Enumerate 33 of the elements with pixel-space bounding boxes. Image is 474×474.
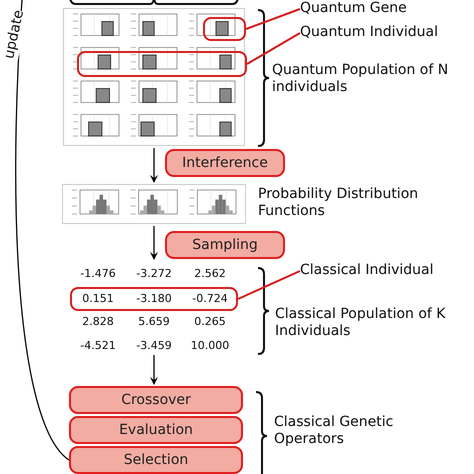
number-text: 0.151 (81, 292, 115, 306)
number-text: -0.724 (191, 292, 229, 306)
leader-line (246, 32, 300, 65)
process-box: Crossover (69, 386, 243, 414)
number-text: -3.272 (135, 267, 173, 281)
leader-line (238, 270, 300, 300)
callout-label: Quantum Individual (300, 24, 470, 41)
number-text: 5.659 (137, 315, 171, 329)
arrow (150, 226, 158, 260)
arrow (150, 355, 158, 385)
highlight-outline (77, 51, 247, 77)
process-box: Evaluation (69, 416, 243, 444)
highlight-outline (70, 287, 238, 311)
number-text: 0.265 (193, 315, 227, 329)
bracket-label: Probability Distribution Functions (258, 186, 420, 220)
number-text: 10.000 (190, 339, 230, 353)
leader-line (246, 8, 300, 30)
bracket-label: Classical Population of K Individuals (275, 306, 446, 340)
bracket-label: Quantum Population of N individuals (272, 62, 450, 96)
number-text: -1.476 (79, 267, 117, 281)
number-text: 2.562 (193, 267, 227, 281)
callout-label: Classical Individual (300, 262, 470, 279)
number-text: -3.180 (135, 292, 173, 306)
number-text: -3.459 (135, 339, 173, 353)
number-text: 2.828 (81, 315, 115, 329)
process-box: Interference (165, 149, 285, 177)
callout-label: Quantum Gene (300, 0, 470, 17)
bracket-label: Classical Genetic Operators (274, 414, 394, 448)
highlight-outline (203, 17, 246, 41)
process-box: Selection (69, 446, 243, 474)
number-text: -4.521 (79, 339, 117, 353)
process-box: Sampling (165, 231, 285, 259)
arrow (150, 148, 158, 183)
